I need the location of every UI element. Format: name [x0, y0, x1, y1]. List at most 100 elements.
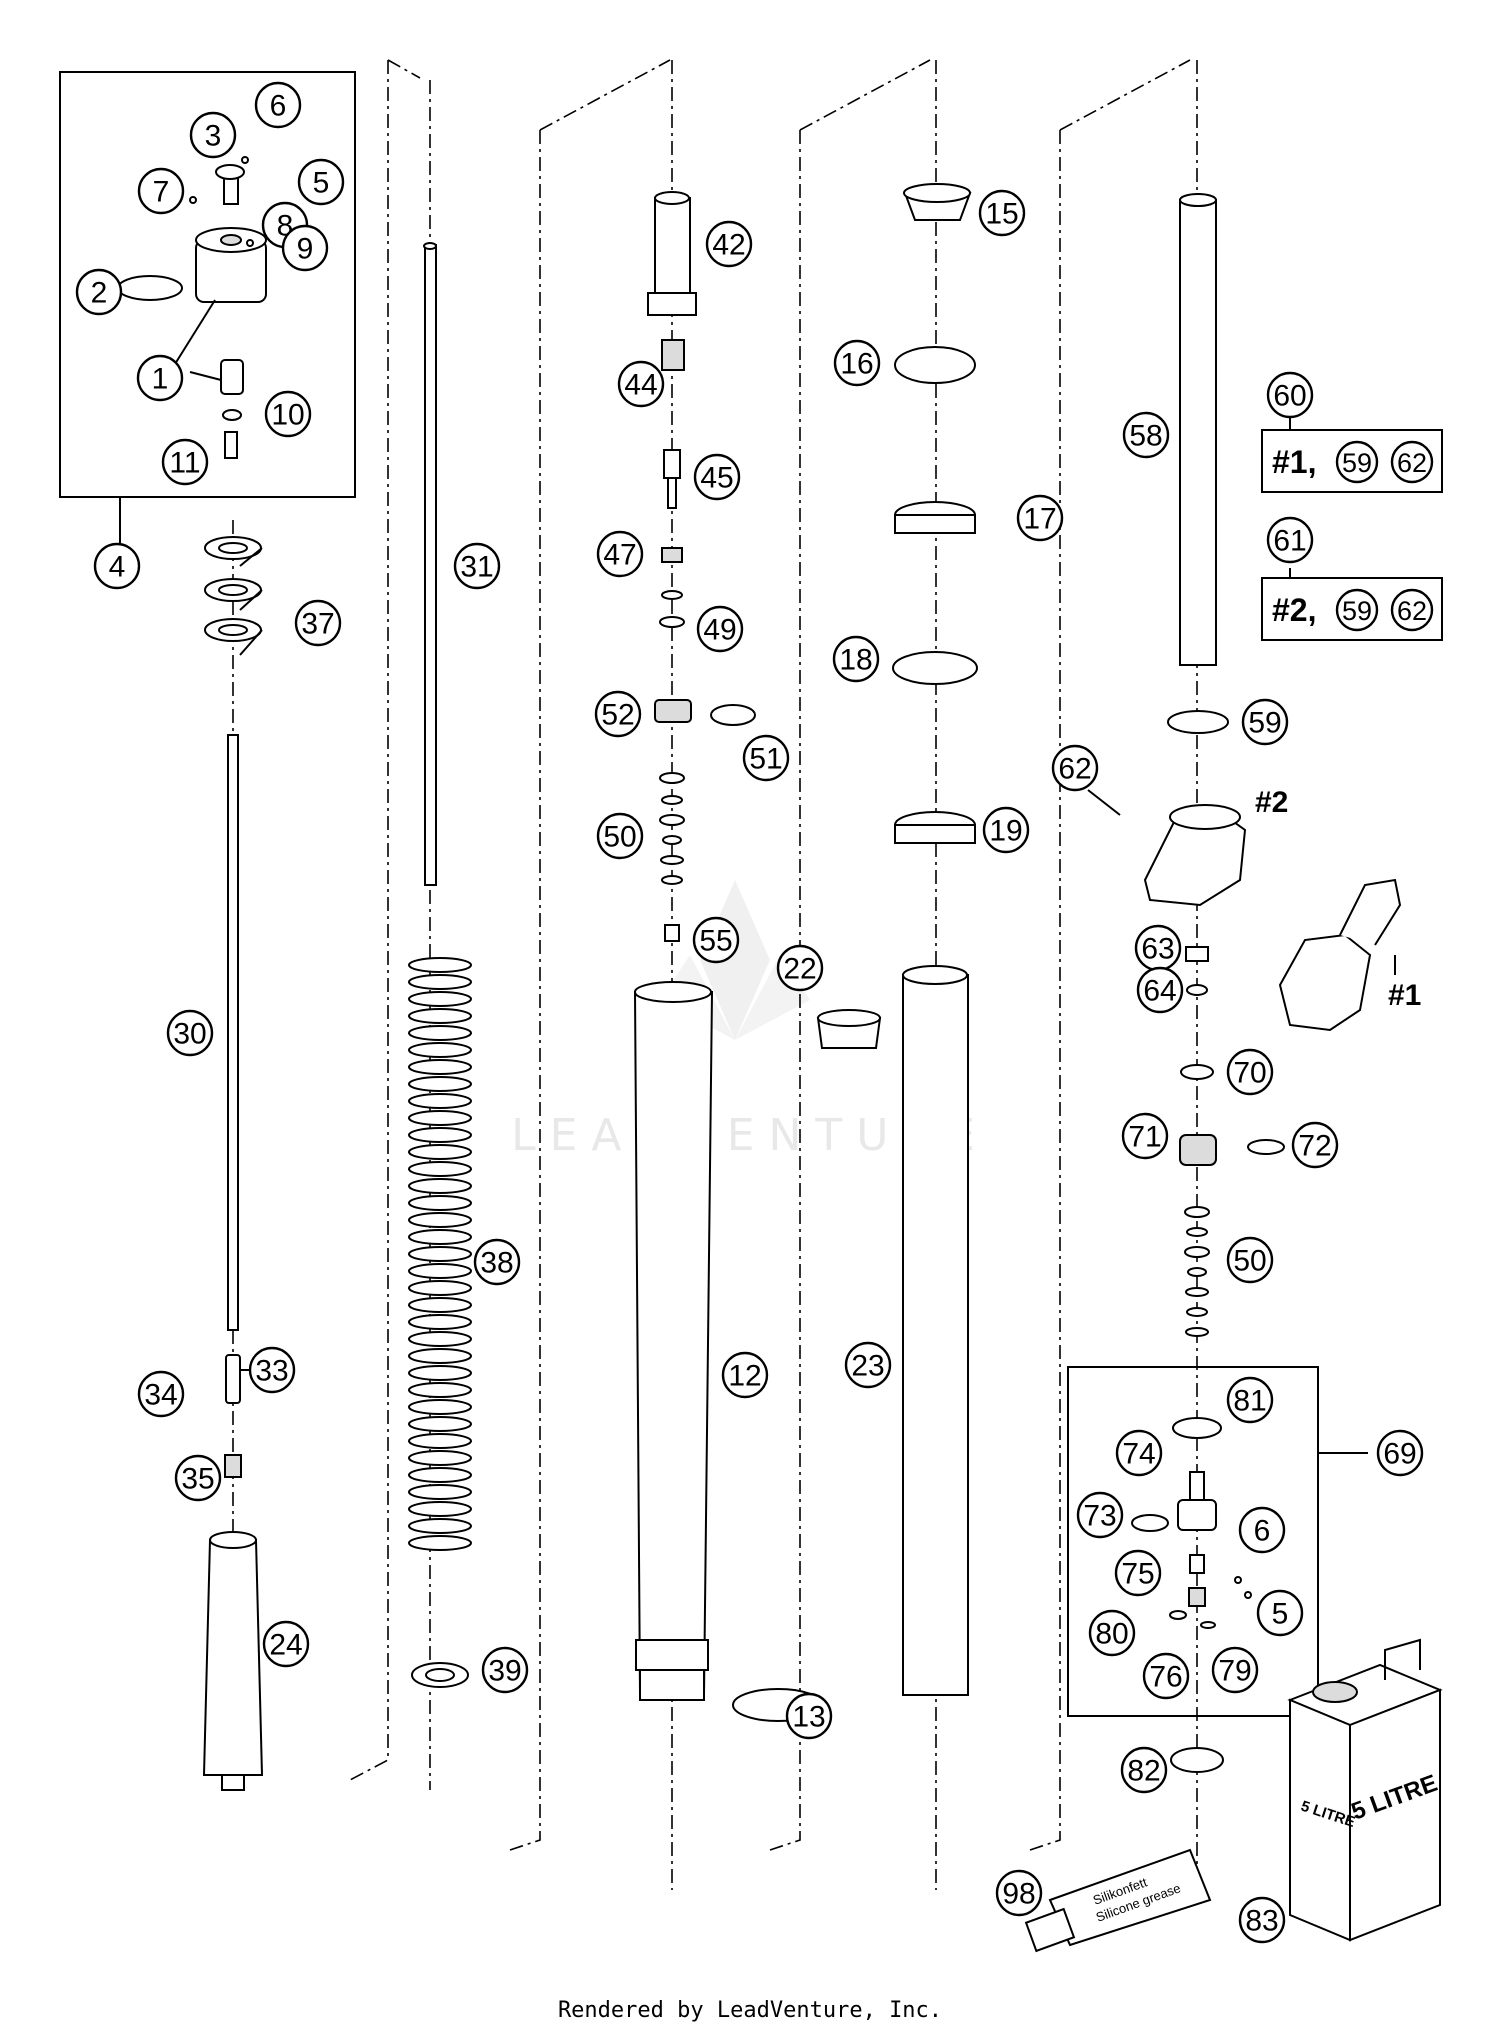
callout-number: 74	[1122, 1438, 1155, 1471]
callout-number: 81	[1233, 1385, 1266, 1418]
callout-circle	[596, 530, 644, 578]
callout-circle	[1291, 1121, 1339, 1169]
kit-item-62: 62	[1390, 440, 1434, 484]
spring-coil	[408, 1110, 472, 1126]
callout-circle	[776, 944, 824, 992]
callout-number: 11	[169, 447, 200, 480]
callout-circle	[1211, 1646, 1259, 1694]
callout-circle	[137, 1370, 185, 1418]
callout-34: 34	[137, 1370, 185, 1418]
callout-number: 15	[985, 198, 1018, 231]
callout-circle	[995, 1869, 1043, 1917]
callout-number: 33	[255, 1355, 288, 1388]
callout-number: 19	[989, 815, 1022, 848]
callout-60: 60	[1266, 371, 1314, 419]
callout-circle	[1136, 966, 1184, 1014]
callout-44: 44	[617, 360, 665, 408]
spring-coil	[408, 1348, 472, 1364]
callout-circle	[248, 1346, 296, 1394]
callout-50: 50	[596, 812, 644, 860]
spring-coil	[408, 1093, 472, 1109]
callout-49: 49	[696, 605, 744, 653]
callout-number: 37	[301, 608, 334, 641]
spring-coil	[408, 1450, 472, 1466]
spring-coil	[408, 1008, 472, 1024]
part-cap-assembly	[117, 156, 267, 459]
callout-2: 2	[75, 268, 123, 316]
callout-69: 69	[1376, 1429, 1424, 1477]
callout-circle	[1076, 1491, 1124, 1539]
spring-coil	[408, 1518, 472, 1534]
spring-coil	[408, 1127, 472, 1143]
callout-circle	[705, 220, 753, 268]
callout-circle	[785, 1692, 833, 1740]
callout-73: 73	[1076, 1491, 1124, 1539]
callout-63: 63	[1134, 924, 1182, 972]
callout-circle	[721, 1351, 769, 1399]
callout-number: 9	[297, 233, 314, 266]
callout-circle	[1266, 516, 1314, 564]
callout-39: 39	[481, 1646, 529, 1694]
callout-83: 83	[1238, 1896, 1286, 1944]
callout-number: 17	[1023, 503, 1056, 536]
spring-coil	[408, 1161, 472, 1177]
callout-98: 98	[995, 1869, 1043, 1917]
callout-circle	[833, 339, 881, 387]
spring-coil	[408, 1399, 472, 1415]
spring-coil	[408, 1280, 472, 1296]
callout-number: 61	[1273, 525, 1306, 558]
callout-58: 58	[1122, 411, 1170, 459]
spring-coil	[408, 1297, 472, 1313]
spring-coil	[408, 1076, 472, 1092]
part-column-23	[816, 183, 978, 1696]
callout-number: 79	[1218, 1655, 1251, 1688]
callout-51: 51	[742, 734, 790, 782]
part-rod-30	[202, 734, 264, 1791]
callout-circle	[982, 806, 1030, 854]
callout-23: 23	[844, 1341, 892, 1389]
callout-15: 15	[978, 189, 1026, 237]
callout-5: 5	[297, 158, 345, 206]
callout-number: 38	[480, 1247, 513, 1280]
spring-coil	[408, 1331, 472, 1347]
kit-item-number: 62	[1397, 448, 1427, 478]
spring-coil	[408, 1535, 472, 1551]
callout-circle	[161, 438, 209, 486]
part-shims-37	[204, 536, 262, 642]
callout-circle	[1088, 1609, 1136, 1657]
callout-circle	[1142, 1652, 1190, 1700]
callout-30: 30	[166, 1009, 214, 1057]
callout-62: 62	[1051, 744, 1099, 792]
callout-circle	[1376, 1429, 1424, 1477]
callout-number: 31	[460, 551, 493, 584]
callout-55: 55	[692, 916, 740, 964]
spring-coil	[408, 1467, 472, 1483]
callout-circle	[1120, 1746, 1168, 1794]
callout-number: 12	[728, 1360, 761, 1393]
callout-circle	[1238, 1506, 1286, 1554]
callout-circle	[453, 542, 501, 590]
callout-circle	[1266, 371, 1314, 419]
spring-coil	[408, 1263, 472, 1279]
callout-circle	[189, 111, 237, 159]
callout-64: 64	[1136, 966, 1184, 1014]
callout-number: 4	[109, 551, 126, 584]
callout-47: 47	[596, 530, 644, 578]
callout-number: 6	[1254, 1515, 1271, 1548]
kit-60: #1,	[1261, 429, 1443, 493]
callout-circle	[1226, 1236, 1274, 1284]
callout-number: 51	[749, 743, 782, 776]
callout-50: 50	[1226, 1236, 1274, 1284]
watermark-text: LEADVENTURE	[511, 1110, 989, 1161]
callout-number: 45	[700, 462, 733, 495]
spring-coil	[408, 1365, 472, 1381]
callout-24: 24	[262, 1620, 310, 1668]
callout-circle	[473, 1238, 521, 1286]
spring-coil	[408, 1314, 472, 1330]
callout-17: 17	[1016, 494, 1064, 542]
callout-number: 2	[91, 277, 108, 310]
callout-80: 80	[1088, 1609, 1136, 1657]
callout-74: 74	[1115, 1429, 1163, 1477]
callout-7: 7	[137, 167, 185, 215]
